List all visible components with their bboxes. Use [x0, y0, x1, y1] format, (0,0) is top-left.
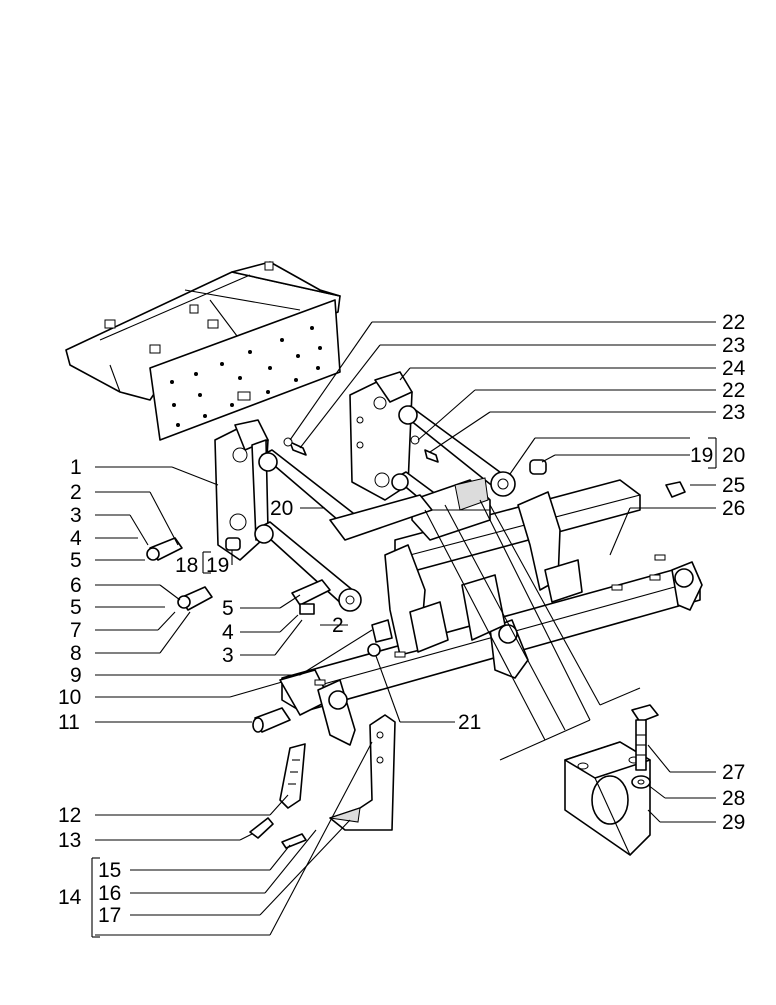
- callout-21: 21: [458, 711, 481, 734]
- center-guide-plate: [329, 477, 491, 541]
- bushing-19-left: [225, 537, 241, 551]
- main-toolbar-frame: [279, 479, 703, 746]
- callout-16: 16: [98, 882, 121, 905]
- callout-3: 3: [70, 504, 82, 527]
- callout-25: 25: [722, 474, 745, 497]
- callout-2: 2: [332, 614, 344, 637]
- callout-13: 13: [58, 829, 81, 852]
- callout-12: 12: [58, 804, 81, 827]
- washer-28: [631, 775, 651, 789]
- pin-11: [252, 707, 291, 733]
- right-mounting-bracket: [349, 371, 413, 501]
- callout-29: 29: [722, 811, 745, 834]
- callout-9: 9: [70, 664, 82, 687]
- callout-4: 4: [222, 621, 234, 644]
- spacer-9: [371, 619, 393, 643]
- callout-5: 5: [222, 597, 234, 620]
- leader-lines: [91, 321, 717, 938]
- callout-18: 18: [175, 554, 198, 577]
- tractor-front-chassis: [65, 261, 341, 441]
- callout-5: 5: [70, 596, 82, 619]
- bolt-22: [283, 437, 307, 456]
- callout-3: 3: [222, 644, 234, 667]
- ripper-point-12: [279, 743, 306, 809]
- callout-11: 11: [58, 711, 80, 734]
- clip-25: [665, 481, 686, 498]
- callout-20: 20: [270, 497, 293, 520]
- callout-8: 8: [70, 642, 82, 665]
- bolt-27: [631, 704, 659, 771]
- link-pin-2: [146, 537, 183, 561]
- shank-17: [329, 714, 396, 831]
- link-pin-6: [177, 586, 213, 611]
- callout-20: 20: [722, 444, 745, 467]
- callout-1: 1: [70, 456, 82, 479]
- callout-26: 26: [722, 497, 745, 520]
- callout-2: 2: [70, 481, 82, 504]
- callout-24: 24: [722, 357, 746, 380]
- bushing-19-right: [529, 459, 547, 475]
- callout-15: 15: [98, 859, 121, 882]
- callout-5: 5: [70, 549, 82, 572]
- link-pin-2-right: [291, 579, 331, 615]
- wear-tip-13: [249, 817, 274, 839]
- pin-15: [281, 833, 307, 849]
- callout-10: 10: [58, 686, 81, 709]
- clamp-block-29: [564, 741, 651, 856]
- callout-14: 14: [58, 886, 82, 909]
- callout-23: 23: [722, 334, 745, 357]
- callout-17: 17: [98, 904, 121, 927]
- callout-6: 6: [70, 574, 82, 597]
- callout-22: 22: [722, 311, 745, 334]
- callout-27: 27: [722, 761, 745, 784]
- callout-19: 19: [206, 554, 229, 577]
- callout-4: 4: [70, 527, 82, 550]
- section-lines: [424, 499, 641, 761]
- callout-28: 28: [722, 787, 745, 810]
- nut-21: [367, 643, 381, 657]
- left-mounting-bracket: [214, 419, 269, 561]
- callout-23: 23: [722, 401, 745, 424]
- bolt-22-right: [410, 435, 439, 463]
- callout-labels: 1 2 3 4 5 6 5 7 8 18 19 20 5 4 3 2 9 10 …: [58, 311, 746, 927]
- callout-19: 19: [690, 444, 713, 467]
- right-upper-link: [398, 405, 516, 497]
- callout-22: 22: [722, 379, 745, 402]
- callout-7: 7: [70, 619, 82, 642]
- left-lower-link: [254, 521, 362, 612]
